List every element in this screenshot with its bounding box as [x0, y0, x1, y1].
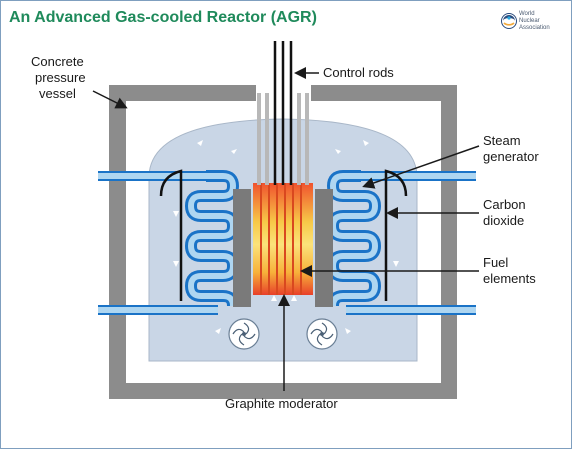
- left-pipes: [98, 171, 218, 315]
- label-carbon-dioxide: Carbon dioxide: [483, 197, 526, 229]
- label-concrete-pressure-vessel: Concrete pressure vessel: [31, 54, 86, 102]
- wna-logo: World Nuclear Association: [501, 11, 571, 41]
- label-steam-line-1: Steam: [483, 133, 521, 148]
- logo-text: World Nuclear Association: [519, 11, 550, 32]
- label-steam-line-2: generator: [483, 149, 539, 164]
- leader-steam: [362, 145, 480, 189]
- label-steam-generator: Steam generator: [483, 133, 539, 165]
- globe-icon: [501, 13, 517, 29]
- logo-line-1: World: [519, 11, 535, 17]
- label-graphite-moderator: Graphite moderator: [225, 396, 338, 411]
- gas-circulator-right: [306, 318, 338, 350]
- logo-line-2: Nuclear: [519, 18, 540, 24]
- label-carbon-line-1: Carbon: [483, 197, 526, 212]
- label-fuel-line-1: Fuel: [483, 255, 509, 270]
- logo-line-3: Association: [519, 25, 550, 31]
- graphite-moderator-right: [315, 189, 333, 307]
- gas-circulator-left: [228, 318, 260, 350]
- graphite-moderator-left: [233, 189, 251, 307]
- figure-title: An Advanced Gas-cooled Reactor (AGR): [9, 9, 317, 26]
- gas-channels: [257, 93, 309, 185]
- label-concrete-line-2: pressure: [35, 70, 86, 85]
- fuel-element-lines: [260, 183, 302, 295]
- gas-flow-arrows: [173, 140, 399, 334]
- label-fuel-line-2: elements: [483, 271, 536, 286]
- label-fuel-elements: Fuel elements: [483, 255, 536, 287]
- label-concrete-line-3: vessel: [39, 86, 76, 101]
- label-carbon-line-2: dioxide: [483, 213, 525, 228]
- control-rods: [273, 41, 293, 185]
- label-concrete-line-1: Concrete: [31, 54, 84, 69]
- label-control-rods: Control rods: [323, 65, 394, 80]
- right-pipes: [346, 171, 476, 315]
- leader-concrete: [92, 90, 128, 109]
